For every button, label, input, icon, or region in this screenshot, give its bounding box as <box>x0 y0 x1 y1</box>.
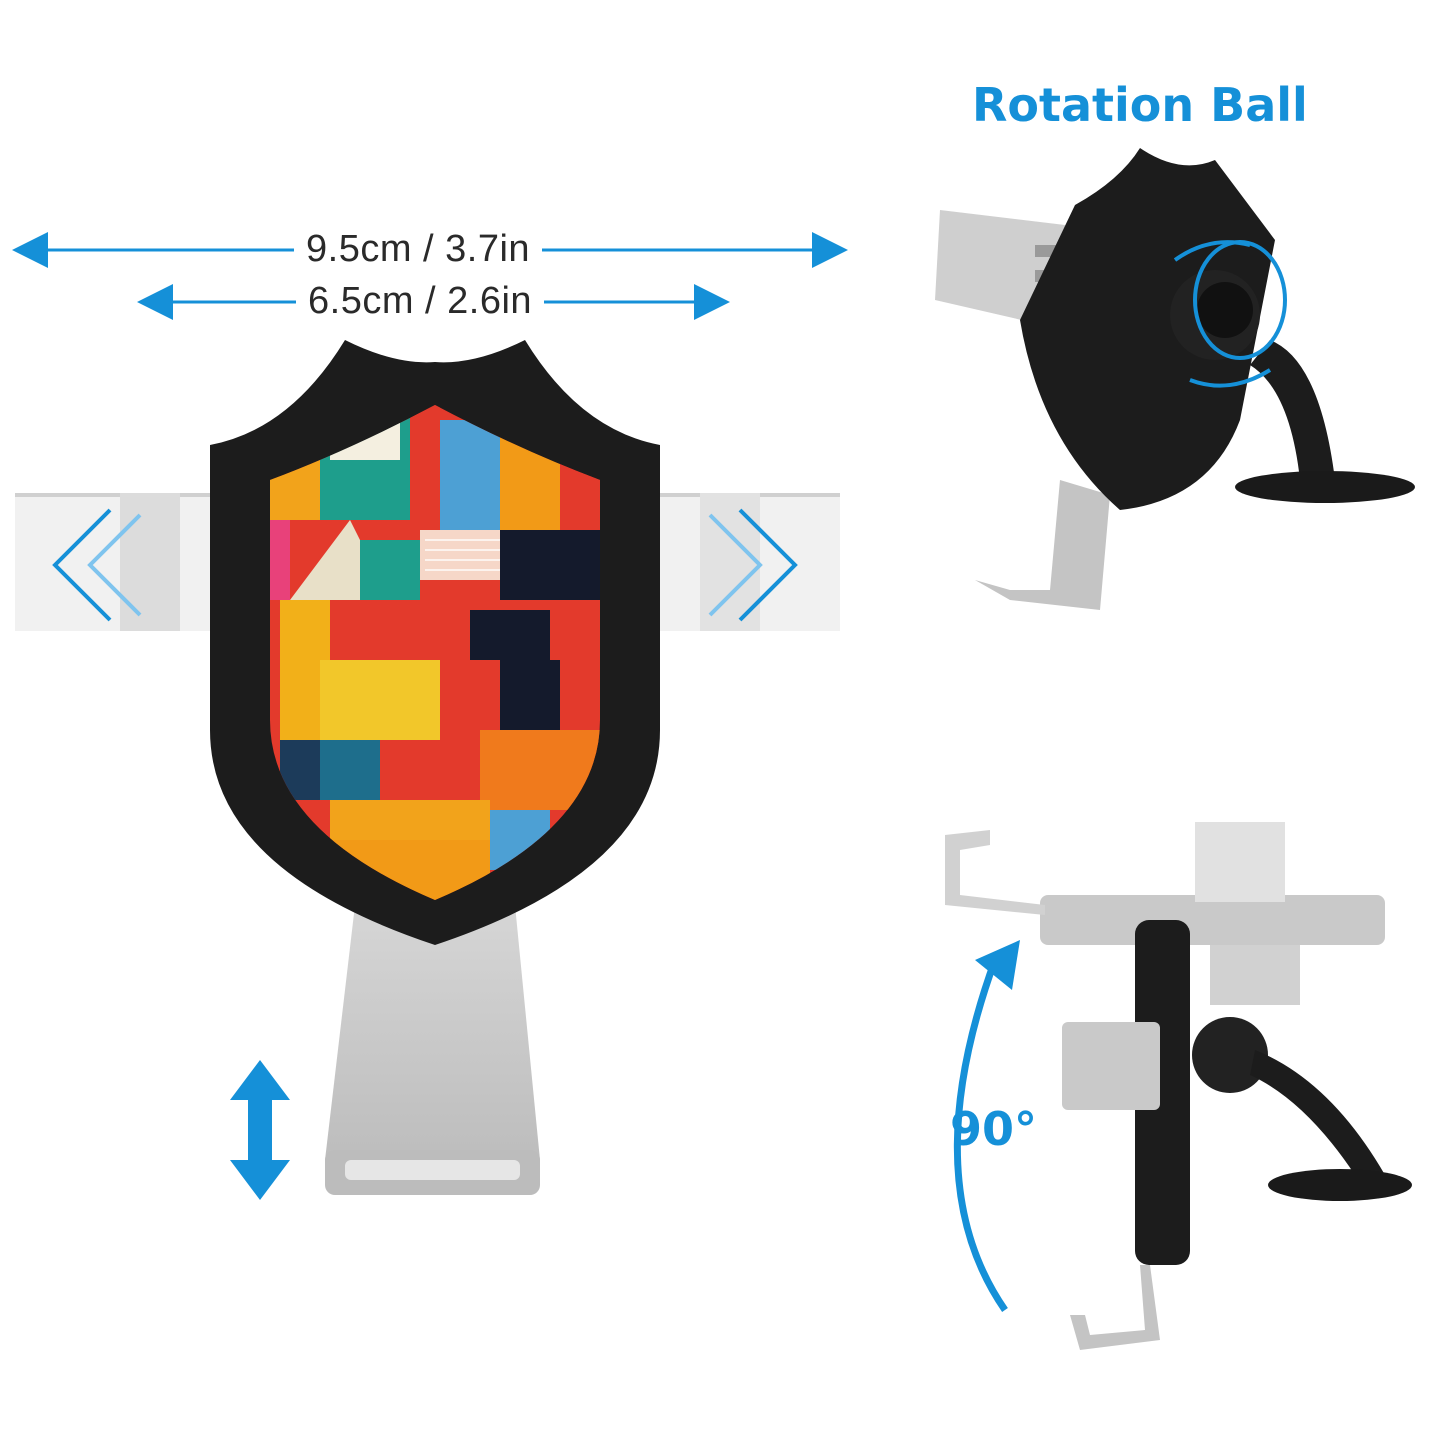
rotation-circle-icon <box>1173 240 1287 388</box>
curved-arrow-icon <box>953 940 1020 1312</box>
chevron-right-icon <box>708 508 798 622</box>
inner-width-label: 6.5cm / 2.6in <box>296 280 545 323</box>
rotation-ball-heading: Rotation Ball <box>972 78 1308 132</box>
vertical-adjust-arrow-icon <box>230 1060 290 1200</box>
bottom-bracket <box>325 905 540 1160</box>
rotation-angle-label: 90° <box>950 1102 1038 1156</box>
left-arm <box>15 493 220 631</box>
patchwork-artwork <box>270 405 600 900</box>
outer-width-label: 9.5cm / 3.7in <box>294 228 543 271</box>
chevron-left-icon <box>52 508 142 622</box>
